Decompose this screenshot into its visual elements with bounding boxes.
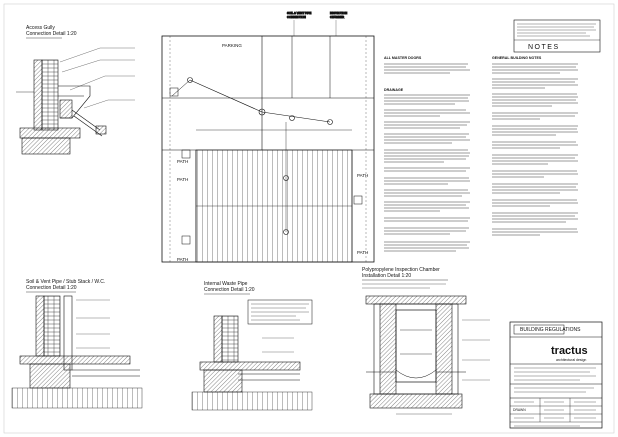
regs-stamp: BUILDING REGULATIONS <box>520 327 581 333</box>
path-label: PATH <box>177 159 189 164</box>
svg-text:SOIL & VENT PIPE: SOIL & VENT PIPE <box>287 11 311 15</box>
sheet-border <box>3 3 615 434</box>
access-gully-detail <box>16 37 135 155</box>
notes-col1-title: ALL MASTER DOORS <box>384 56 422 60</box>
soil-vent-detail <box>11 291 143 409</box>
internal-waste-title: Internal Waste Pipe <box>204 281 248 287</box>
internal-waste-subtitle: Connection Detail 1:20 <box>204 287 255 293</box>
internal-waste-detail <box>191 293 313 411</box>
soil-vent-title: Soil & Vent Pipe / Stub Stack / W.C. <box>26 279 106 285</box>
access-gully-title: Access Gully <box>26 25 55 31</box>
inspection-chamber-subtitle: Installation Detail 1:20 <box>362 273 412 279</box>
soil-vent-subtitle: Connection Detail 1:20 <box>26 285 77 291</box>
svg-text:CHAMBER: CHAMBER <box>330 15 344 19</box>
title-block <box>509 321 603 429</box>
parking-label: PARKING <box>222 43 242 48</box>
path-label: PATH <box>357 250 369 255</box>
inspection-chamber-detail <box>362 279 490 415</box>
access-gully-subtitle: Connection Detail 1:20 <box>26 31 77 37</box>
company-sub: architectural design <box>556 358 587 362</box>
notes-text <box>384 63 578 252</box>
svg-text:CONNECTION: CONNECTION <box>287 15 306 19</box>
site-plan: SOIL & VENT PIPE CONNECTION INSPECTION C… <box>161 11 375 263</box>
svg-text:INSPECTION: INSPECTION <box>330 11 347 15</box>
notes-header-box <box>513 19 601 53</box>
company-name: tractus <box>551 345 588 357</box>
notes-col2-title: GENERAL BUILDING NOTES <box>492 56 542 60</box>
notes-heading: NOTES <box>528 44 560 51</box>
path-label: PATH <box>357 173 369 178</box>
notes-col1-subtitle: DRAINAGE <box>384 88 404 92</box>
inspection-chamber-title: Polypropylene Inspection Chamber <box>362 267 440 273</box>
drawn-label: DRAWN <box>513 408 526 412</box>
path-label: PATH <box>177 257 189 262</box>
path-label: PATH <box>177 177 189 182</box>
